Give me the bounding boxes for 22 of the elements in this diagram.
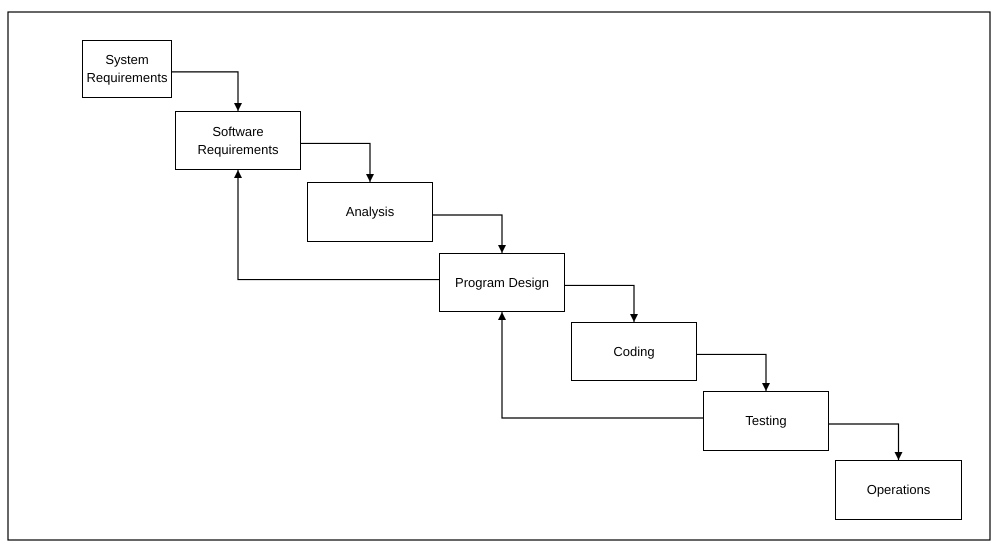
process-box [571, 322, 697, 381]
step-label: Operations [866, 481, 930, 499]
process-box [835, 460, 962, 520]
step-label: Program Design [455, 274, 549, 292]
arrow [433, 214, 506, 253]
arrow [565, 284, 638, 322]
arrow [172, 71, 242, 111]
step-label: Analysis [346, 203, 394, 221]
process-box [703, 391, 829, 451]
process-box [307, 182, 433, 242]
step-label: Coding [613, 342, 655, 360]
arrow [829, 423, 902, 460]
process-box [82, 40, 172, 98]
arrow [498, 312, 703, 419]
arrow [234, 170, 439, 280]
arrow [697, 354, 770, 391]
process-box [439, 253, 565, 312]
step-label: Testing [745, 412, 787, 430]
step-label: System Requirements [86, 51, 168, 87]
step-label: Software Requirements [196, 122, 280, 158]
process-box [175, 111, 301, 170]
arrow [301, 142, 374, 182]
